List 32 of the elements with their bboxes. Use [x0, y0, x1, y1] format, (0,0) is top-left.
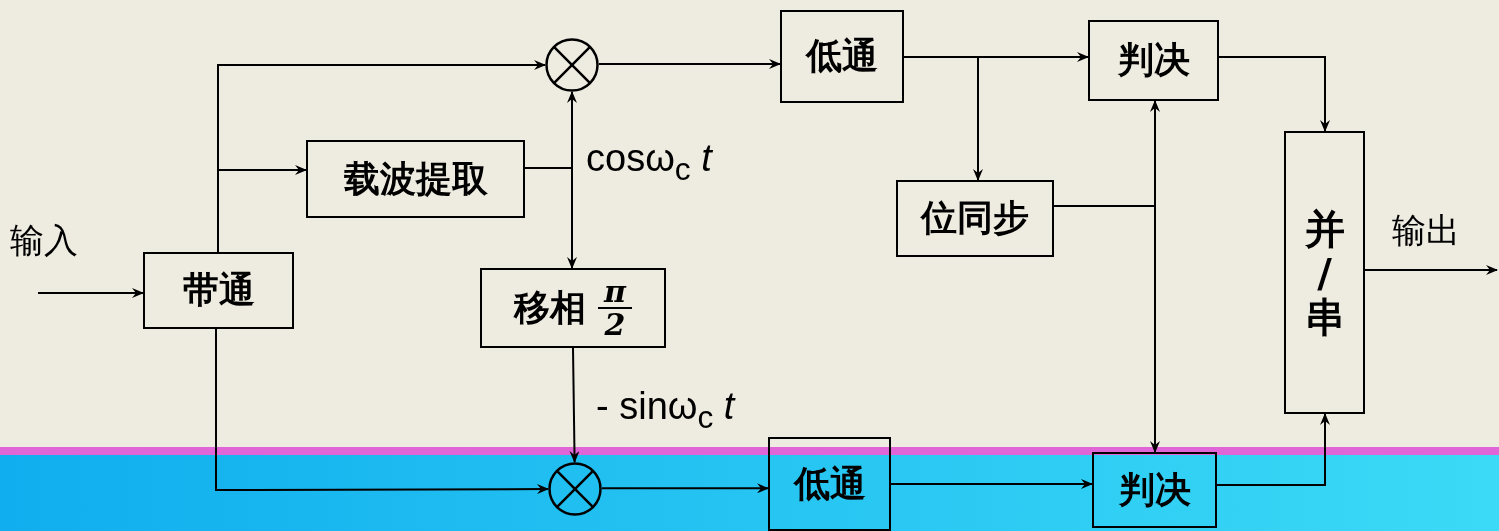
- block-box: [780, 10, 904, 103]
- block-box: [1284, 131, 1365, 414]
- arrow: [215, 328, 549, 495]
- fraction-denominator: 2: [604, 309, 626, 341]
- arrow: [569, 347, 580, 463]
- block-label: 低通: [793, 460, 866, 506]
- arrow: [524, 167, 577, 269]
- block-box: [306, 140, 525, 218]
- arrow: [37, 288, 144, 298]
- block-box: [768, 437, 891, 531]
- block-label: 低通: [806, 33, 878, 78]
- arrow: [903, 56, 983, 181]
- edge-label: 输入: [10, 222, 78, 260]
- fraction-numerator: π: [598, 275, 632, 309]
- block-box: [1088, 20, 1219, 101]
- arrow: [1218, 56, 1330, 132]
- arrow: [601, 483, 769, 494]
- arrow: [598, 58, 781, 69]
- block-box: [480, 268, 666, 348]
- block-box: [143, 252, 294, 329]
- block-label: 带通: [182, 267, 255, 312]
- arrow: [1216, 413, 1330, 486]
- block-box: [1092, 452, 1217, 528]
- block-label: 载波提取: [343, 155, 488, 201]
- block-label: 判决: [1117, 37, 1190, 82]
- block-box: [896, 180, 1054, 257]
- arrow: [1364, 265, 1498, 275]
- block-label: 并/串: [1304, 206, 1345, 339]
- block-label: 移相: [514, 284, 586, 330]
- arrow: [890, 479, 1093, 489]
- block-label: 位同步: [921, 195, 1029, 240]
- block-label: 判决: [1118, 466, 1191, 512]
